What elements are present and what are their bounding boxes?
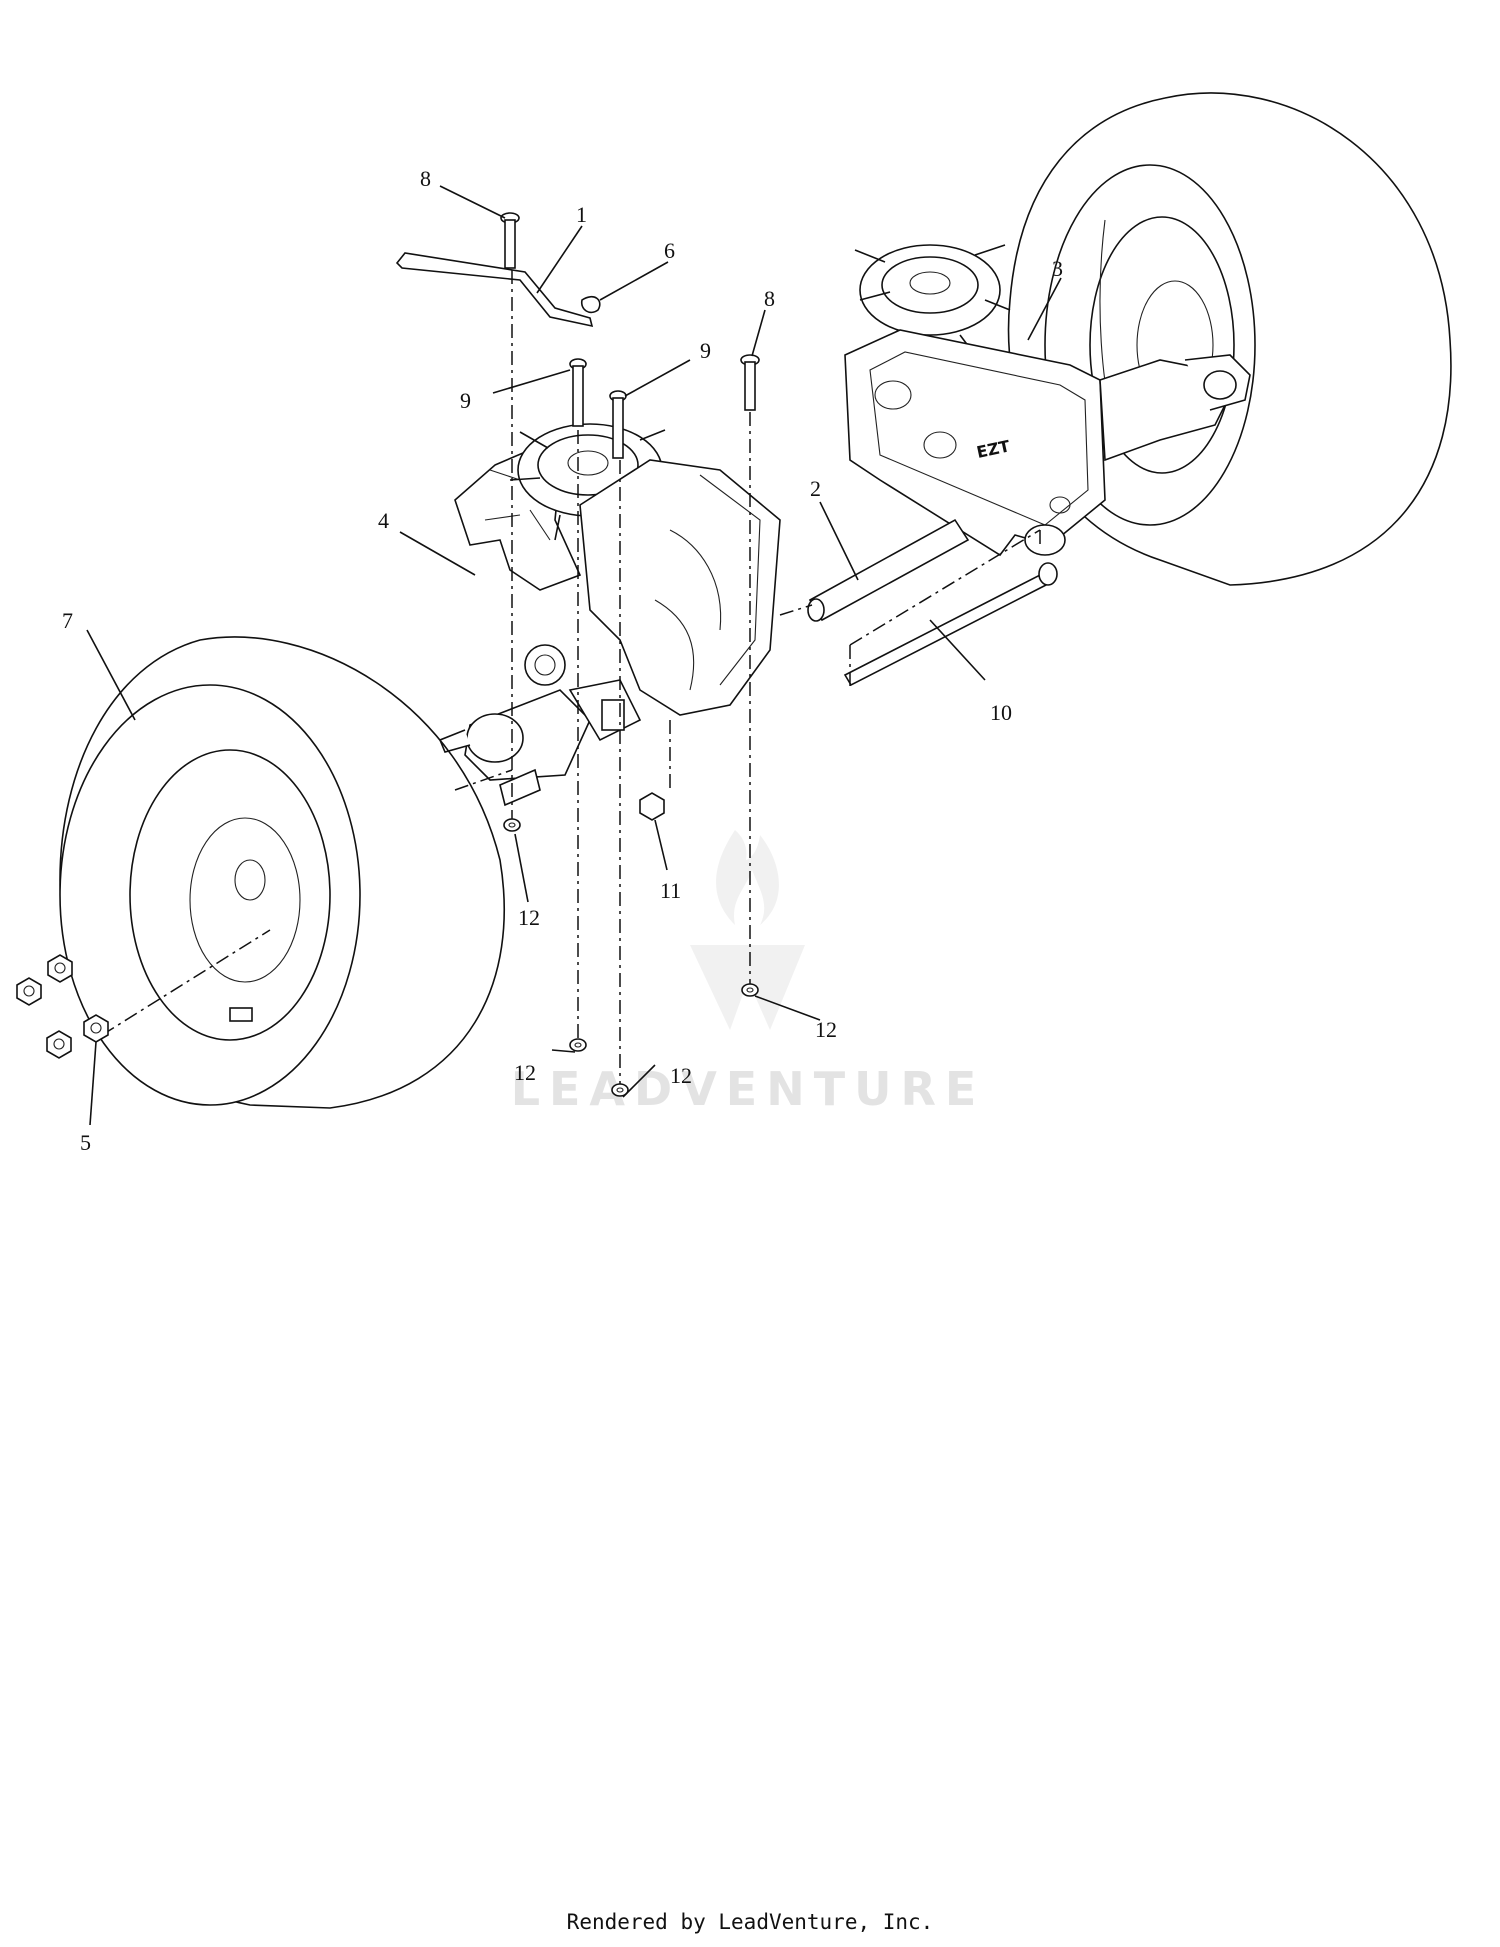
tire-icon [59, 636, 506, 1109]
callout-12: 12 [518, 905, 540, 930]
transaxle-icon: EZT [844, 244, 1251, 557]
callout-12: 12 [514, 1060, 536, 1085]
callout-8: 8 [764, 286, 775, 311]
callout-1: 1 [576, 202, 587, 227]
lug-nut [47, 954, 73, 983]
part-1-rod [395, 252, 594, 328]
part-10-long-bolt [843, 562, 1058, 687]
washer-12 [611, 1083, 629, 1097]
washer-12 [503, 818, 521, 832]
bolt-9-left [569, 358, 587, 427]
callout-9: 9 [700, 338, 711, 363]
left-transaxle [438, 423, 781, 807]
leader-lines [86, 185, 1062, 1126]
footer-credit: Rendered by LeadVenture, Inc. [566, 1910, 934, 1934]
lug-nut [16, 977, 42, 1006]
callout-3: 3 [1052, 256, 1063, 281]
callout-4: 4 [378, 508, 389, 533]
lug-nut [46, 1030, 72, 1059]
callout-5: 5 [80, 1130, 91, 1155]
part-6-clip [580, 295, 601, 314]
bolt-9-right [609, 390, 627, 459]
part-2-spacer [807, 518, 970, 622]
assembly-lines [101, 270, 1041, 1085]
nut-11 [639, 792, 665, 821]
callout-10: 10 [990, 700, 1012, 725]
transaxle-icon [438, 423, 781, 807]
hardware [16, 792, 759, 1097]
washer-12 [741, 983, 759, 997]
washer-12 [569, 1038, 587, 1052]
callout-2: 2 [810, 476, 821, 501]
lug-nut-5 [83, 1014, 109, 1043]
watermark-logo-icon [690, 830, 805, 1030]
right-transaxle: EZT [844, 244, 1251, 557]
callout-6: 6 [664, 238, 675, 263]
callout-labels: 8 1 6 8 3 9 9 4 2 7 10 11 12 12 12 12 5 [62, 166, 1063, 1155]
watermark: LEADVENTURE [511, 830, 986, 1116]
bolt-8-right [740, 354, 760, 411]
callout-9: 9 [460, 388, 471, 413]
callout-12: 12 [670, 1063, 692, 1088]
watermark-text: LEADVENTURE [511, 1062, 986, 1116]
bolt-8-left [500, 212, 520, 269]
callout-7: 7 [62, 608, 73, 633]
callout-11: 11 [660, 878, 681, 903]
callout-8: 8 [420, 166, 431, 191]
callout-12: 12 [815, 1017, 837, 1042]
left-tire [59, 636, 506, 1109]
